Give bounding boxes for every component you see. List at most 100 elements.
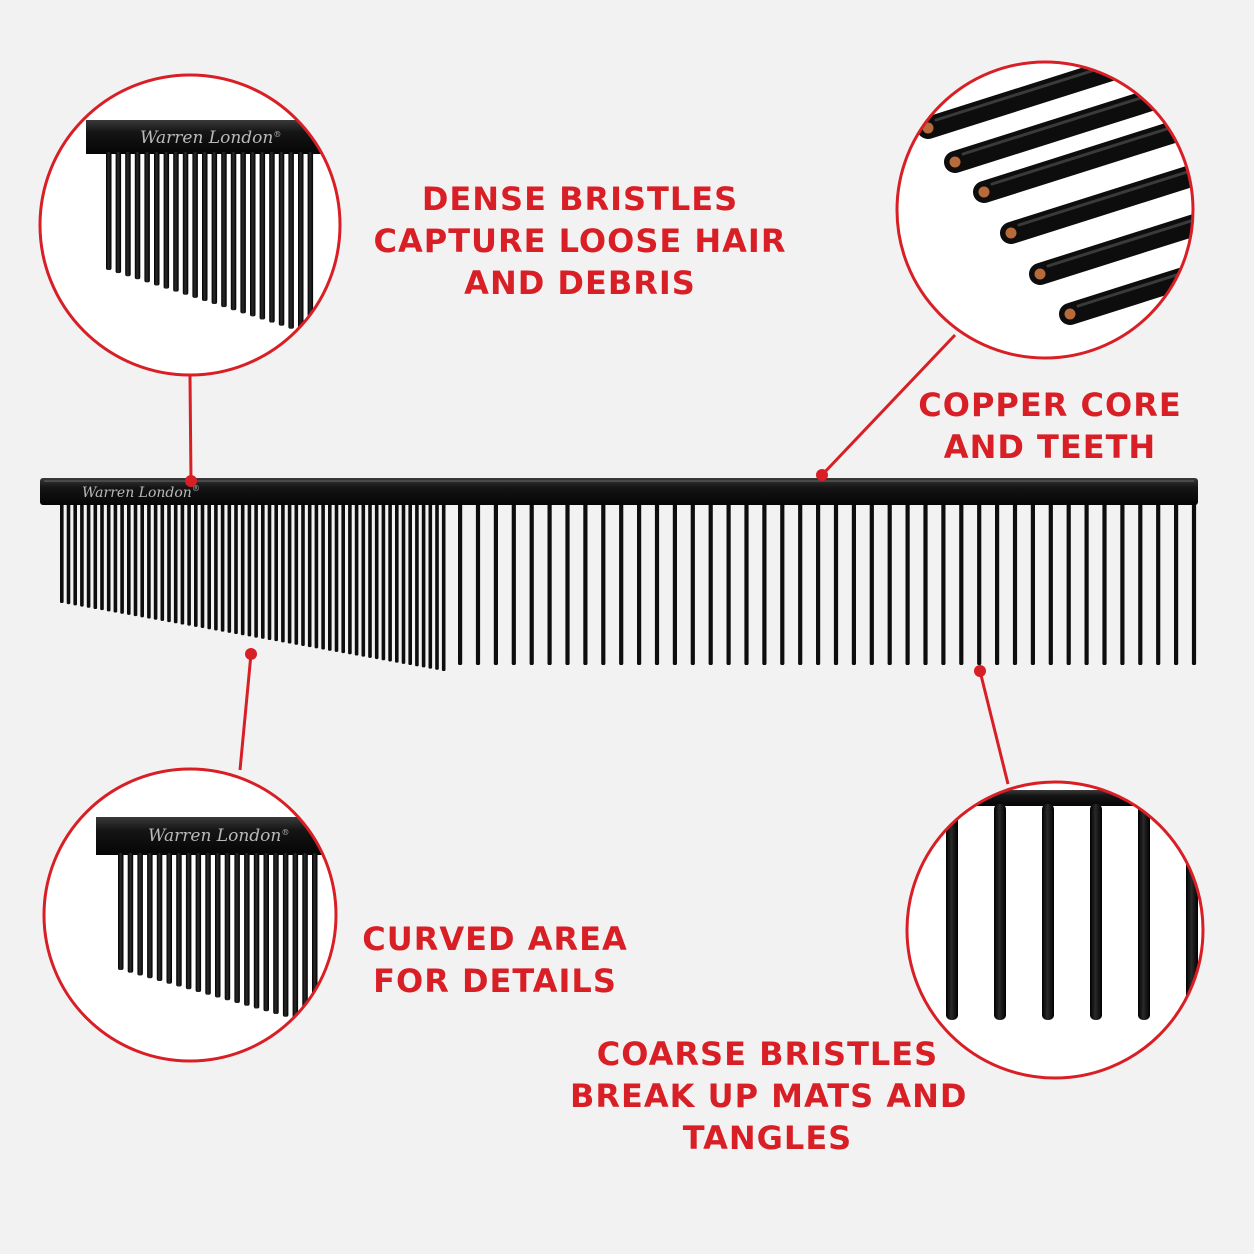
detail-curved-tooth — [234, 853, 240, 1003]
detail-curved-tooth — [292, 853, 299, 1020]
fine-tooth — [60, 500, 64, 603]
copper-tip-icon — [1034, 268, 1046, 280]
coarse-tooth — [780, 500, 785, 665]
fine-tooth — [401, 500, 406, 664]
callout-curved-line-2: FOR DETAILS — [373, 962, 617, 1000]
detail-fine-tooth — [298, 152, 304, 332]
dot-dense — [185, 475, 197, 487]
detail-fine-tooth — [202, 152, 208, 301]
detail-fine-tooth — [154, 152, 160, 286]
callout-coarse-line-2: BREAK UP MATS AND — [570, 1077, 968, 1115]
coarse-tooth — [583, 500, 588, 665]
detail-tooth-highlight — [934, 62, 1193, 122]
fine-tooth — [140, 500, 144, 618]
callout-coarse-line-1: COARSE BRISTLES — [596, 1035, 939, 1073]
fine-tooth — [281, 500, 285, 643]
detail-fine-tooth — [134, 152, 141, 280]
fine-tooth — [80, 500, 84, 607]
detail-curved-tooth — [156, 853, 163, 981]
fine-tooth — [435, 500, 439, 670]
detail-coarse-tooth — [1042, 804, 1054, 1020]
coarse-tooth — [690, 500, 695, 665]
main-comb — [40, 478, 1198, 671]
fine-tooth — [220, 500, 225, 632]
trademark-symbol: ® — [192, 484, 200, 493]
connector-curved — [238, 653, 253, 771]
detail-fine-tooth — [192, 152, 198, 298]
detail-curved-tooth — [215, 853, 221, 998]
detail-fine-tooth — [240, 152, 246, 314]
fine-tooth — [267, 500, 272, 640]
detail-angled-tooth — [944, 62, 1193, 173]
fine-tooth — [328, 500, 332, 651]
detail-fine-tooth — [211, 152, 218, 305]
coarse-tooth — [1138, 500, 1143, 665]
fine-tooth — [334, 500, 339, 652]
detail-fine-tooth — [115, 152, 122, 274]
fine-tooth — [381, 500, 386, 661]
detail-curved-tooth — [127, 853, 134, 973]
detail-fine-tooth — [182, 152, 189, 295]
detail-curved-brand: Warren London® — [148, 826, 289, 846]
fine-tooth — [187, 500, 191, 626]
detail-curved-tooth — [263, 853, 269, 1012]
detail-angled-tooth — [1000, 127, 1193, 244]
detail-tooth-highlight — [1046, 172, 1193, 268]
detail-tooth-highlight — [1076, 212, 1193, 308]
connector-copper — [820, 333, 957, 477]
fine-tooth — [388, 500, 392, 662]
detail-coarse-tooth — [1090, 804, 1102, 1020]
fine-tooth — [321, 500, 325, 650]
comb-spine — [40, 478, 1198, 505]
coarse-tooth — [511, 500, 516, 665]
coarse-tooth — [1012, 500, 1018, 665]
coarse-tooth — [833, 500, 839, 665]
callout-dense-line-3: AND DEBRIS — [464, 264, 696, 302]
fine-tooth — [415, 500, 419, 667]
detail-tooth-highlight — [990, 90, 1193, 186]
coarse-tooth — [1120, 500, 1125, 665]
coarse-tooth — [1048, 500, 1053, 665]
coarse-tooth — [1030, 500, 1035, 665]
fine-tooth — [127, 500, 131, 615]
detail-dense-brand: Warren London® — [140, 128, 281, 148]
fine-tooth — [120, 500, 124, 614]
fine-tooth — [314, 500, 319, 649]
fine-tooth — [261, 500, 265, 639]
fine-tooth — [106, 500, 111, 612]
fine-tooth — [395, 500, 399, 663]
fine-tooth — [133, 500, 138, 617]
fine-tooth — [194, 500, 198, 627]
fine-tooth — [167, 500, 171, 623]
dot-copper — [816, 469, 828, 481]
fine-tooth — [153, 500, 158, 620]
coarse-tooth — [547, 500, 552, 665]
comb-spine-highlight — [44, 480, 1194, 482]
detail-fine-tooth — [125, 152, 131, 277]
fine-tooth — [301, 500, 305, 646]
fine-tooth — [307, 500, 312, 648]
connector-lines — [188, 333, 1010, 785]
coarse-tooth — [601, 500, 606, 665]
detail-circle-curved: Warren London® — [42, 767, 338, 1063]
callout-dense-line-1: DENSE BRISTLES — [421, 180, 739, 218]
detail-curved-tooth — [302, 853, 308, 1023]
detail-curved-tooth — [273, 853, 279, 1014]
detail-fine-tooth — [259, 152, 266, 320]
detail-curved-tooth — [137, 853, 143, 976]
coarse-tooth — [941, 500, 946, 665]
coarse-tooth — [905, 500, 910, 665]
fine-tooth — [374, 500, 379, 660]
fine-tooth — [100, 500, 104, 611]
connector-coarse — [978, 670, 1010, 785]
detail-fine-tooth — [250, 152, 256, 317]
coarse-tooth — [1066, 500, 1071, 665]
fine-tooth — [361, 500, 366, 657]
fine-tooth — [254, 500, 258, 638]
coarse-tooth — [565, 500, 570, 665]
coarse-tooth — [851, 500, 856, 665]
coarse-tooth — [959, 500, 964, 665]
coarse-tooth — [672, 500, 677, 665]
detail-fine-tooth — [163, 152, 170, 289]
fine-tooth — [354, 500, 359, 656]
